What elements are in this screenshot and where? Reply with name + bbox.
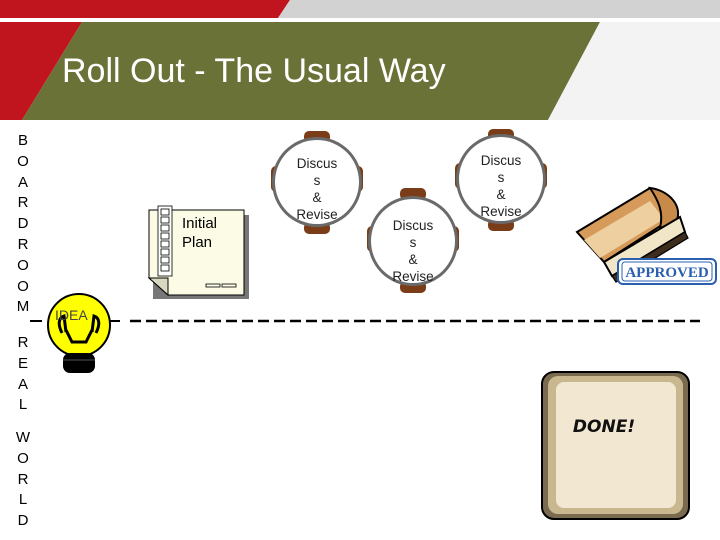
top-stripe [0, 0, 720, 18]
initial-plan-label: Initial Plan [182, 215, 218, 251]
discuss-line: s [409, 235, 417, 250]
world-letter: D [17, 512, 29, 530]
real-label: R E A L [15, 333, 31, 416]
idea-label: IDEA [55, 307, 88, 323]
discuss-line: Revise [296, 207, 338, 222]
discuss-line: & [408, 252, 418, 267]
real-letter: L [18, 396, 28, 414]
approved-stamp: APPROVED [617, 258, 717, 285]
boardroom-letter: O [17, 277, 29, 295]
real-letter: E [17, 354, 28, 372]
real-letter: R [17, 334, 29, 351]
discuss-line: Revise [392, 269, 434, 284]
discuss-line: Revise [480, 204, 522, 219]
boardroom-letter: R [17, 194, 29, 212]
slide-title: Roll Out - The Usual Way [62, 52, 446, 90]
boardroom-letter: O [17, 256, 29, 274]
world-letter: O [17, 449, 29, 467]
discuss-line: & [312, 190, 322, 205]
boardroom-label: B O A R D R O O M [15, 131, 31, 318]
boardroom-letter: R [17, 235, 29, 253]
document-icon [147, 205, 249, 299]
meeting-table-icon [455, 129, 547, 231]
boardroom-letter: D [17, 215, 29, 233]
approved-text: APPROVED [625, 265, 708, 281]
world-label: W O R L D [15, 428, 31, 532]
discuss-line: Discus [480, 153, 522, 168]
real-letter: A [17, 375, 28, 393]
discuss-node-label: Discus s & Revise [282, 155, 352, 223]
boardroom-letter: B [17, 132, 28, 149]
discuss-line: & [496, 187, 506, 202]
world-letter: R [17, 470, 29, 488]
boardroom-letter: O [17, 152, 29, 170]
lightbulb-icon [47, 293, 111, 373]
boardroom-letter: M [16, 298, 30, 316]
title-banner [0, 22, 720, 120]
discuss-node-label: Discus s & Revise [378, 217, 448, 285]
discuss-line: s [313, 173, 321, 188]
meeting-table-icon [271, 131, 363, 234]
discuss-node-label: Discus s & Revise [466, 152, 536, 220]
world-letter: W [15, 429, 31, 446]
discuss-line: Discus [392, 218, 434, 233]
boardroom-letter: A [17, 173, 28, 191]
discuss-line: s [497, 170, 505, 185]
world-letter: L [18, 491, 28, 509]
discuss-line: Discus [296, 156, 338, 171]
meeting-table-icon [367, 188, 459, 293]
keyboard-key-icon: DONE! [541, 371, 690, 520]
done-text: DONE! [573, 417, 635, 437]
